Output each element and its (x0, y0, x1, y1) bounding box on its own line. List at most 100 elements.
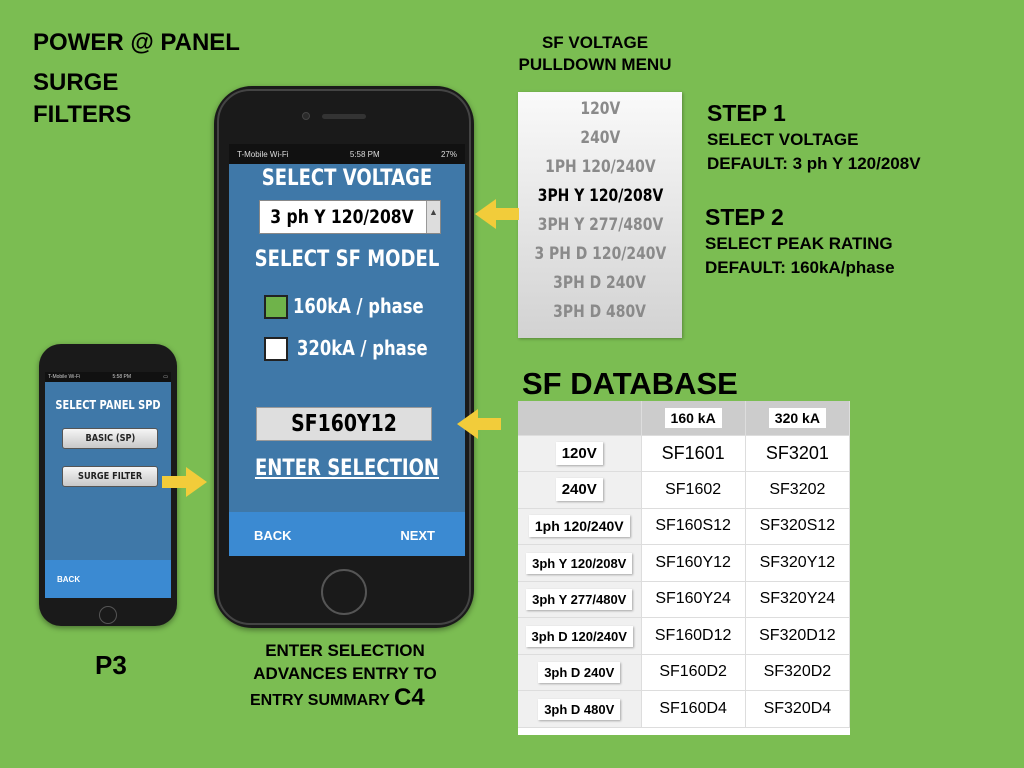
table-cell: SF160D2 (641, 654, 746, 691)
small-status-carrier: T-Mobile Wi-Fi (48, 374, 81, 380)
arrow-left-icon (475, 199, 519, 229)
row-label: 3ph D 120/240V (525, 625, 633, 647)
caption-entry-summary: ENTRY SUMMARY (250, 692, 390, 709)
menu-item-label: 3PH Y 120/208V (537, 185, 663, 206)
sf-database-table: 160 kA 320 kA 120V SF1601 SF3201 240V SF… (518, 401, 851, 735)
table-cell: SF320Y24 (745, 581, 851, 618)
table-cell: SF160S12 (641, 508, 746, 545)
result-value: SF160Y12 (291, 411, 397, 437)
table-cell: SF3201 (745, 435, 851, 472)
table-cell: SF320D12 (745, 617, 851, 655)
step1-line1: SELECT VOLTAGE (707, 130, 859, 149)
small-title: SELECT PANEL SPD (55, 398, 161, 412)
basic-sp-label: BASIC (SP) (85, 433, 135, 444)
menu-item-3ph-d-240v[interactable]: 3PH D 240V (518, 268, 682, 297)
speaker-slot (322, 114, 366, 119)
opt-160-label: 160kA / phase (293, 294, 424, 318)
table-row: 3ph D 240V SF160D2 SF320D2 (518, 654, 851, 691)
surge-filter-button[interactable]: SURGE FILTER (62, 466, 158, 487)
arrow-right-icon (162, 467, 207, 497)
table-cell: SF320Y12 (745, 544, 851, 582)
caption-c4: C4 (394, 684, 425, 711)
table-cell: SF320D2 (745, 654, 851, 691)
select-model-label: SELECT SF MODEL (254, 247, 440, 272)
table-cell: SF160D4 (641, 690, 746, 728)
table-cell: SF160D12 (641, 617, 746, 655)
menu-item-3ph-y-277-480v[interactable]: 3PH Y 277/480V (518, 210, 682, 239)
caption-line3: ENTRY SUMMARY C4 (250, 684, 425, 712)
big-phone: T-Mobile Wi-Fi 5:58 PM 27% SELECT VOLTAG… (214, 86, 474, 628)
result-display: SF160Y12 (256, 407, 432, 441)
pulldown-caption-1: SF VOLTAGE (541, 33, 649, 52)
voltage-pulldown-menu[interactable]: 120V 240V 1PH 120/240V 3PH Y 120/208V 3P… (518, 92, 682, 338)
checkbox-320[interactable] (264, 337, 288, 361)
basic-sp-button[interactable]: BASIC (SP) (62, 428, 158, 449)
big-status-battery: 27% (440, 149, 457, 159)
small-home-button[interactable] (99, 606, 117, 624)
big-bottom-bar: BACK NEXT (229, 512, 465, 556)
caption-line1: ENTER SELECTION (265, 641, 425, 660)
menu-item-label: 3 PH D 120/240V (534, 243, 666, 264)
voltage-select[interactable]: 3 ph Y 120/208V ▲ (259, 200, 441, 234)
surge-filter-label: SURGE FILTER (77, 471, 143, 482)
big-status-time: 5:58 PM (349, 149, 380, 159)
menu-item-label: 240V (580, 127, 620, 148)
table-row: 120V SF1601 SF3201 (518, 435, 851, 472)
table-cell: SF3202 (745, 471, 851, 509)
filters-heading: FILTERS (33, 101, 132, 128)
back-button[interactable]: BACK (254, 528, 292, 543)
step1-line2: DEFAULT: 3 ph Y 120/208V (707, 154, 921, 173)
menu-item-label: 1PH 120/240V (544, 156, 656, 177)
row-label: 3ph D 240V (538, 662, 621, 684)
menu-item-label: 3PH D 480V (553, 301, 647, 322)
menu-item-240v[interactable]: 240V (518, 123, 682, 152)
enter-selection-link[interactable]: ENTER SELECTION (254, 456, 440, 481)
menu-item-3ph-y-120-208v[interactable]: 3PH Y 120/208V (518, 181, 682, 210)
row-label: 3ph Y 120/208V (526, 552, 633, 574)
menu-item-120v[interactable]: 120V (518, 94, 682, 123)
big-status-bar: T-Mobile Wi-Fi 5:58 PM 27% (229, 144, 465, 164)
table-row: 3ph Y 277/480V SF160Y24 SF320Y24 (518, 581, 851, 618)
menu-item-3ph-d-480v[interactable]: 3PH D 480V (518, 297, 682, 326)
row-label: 1ph 120/240V (528, 515, 630, 538)
menu-item-1ph-120-240v[interactable]: 1PH 120/240V (518, 152, 682, 181)
table-row: 240V SF1602 SF3202 (518, 471, 851, 509)
small-status-time: 5:58 PM (112, 374, 132, 380)
caption-line2: ADVANCES ENTRY TO (253, 664, 437, 683)
checkbox-160-checked[interactable] (264, 295, 288, 319)
small-bottom-bar: BACK (45, 560, 171, 598)
row-label: 240V (555, 478, 603, 502)
voltage-scroll[interactable]: ▲ (426, 201, 440, 233)
small-back-button[interactable]: BACK (57, 575, 81, 584)
small-phone-screen: T-Mobile Wi-Fi 5:58 PM ▭ SELECT PANEL SP… (45, 372, 171, 598)
power-panel-heading: POWER @ PANEL (33, 29, 240, 56)
voltage-select-value: 3 ph Y 120/208V (270, 206, 414, 228)
table-row: 3ph D 120/240V SF160D12 SF320D12 (518, 617, 851, 655)
table-row: 1ph 120/240V SF160S12 SF320S12 (518, 508, 851, 545)
database-heading: SF DATABASE (522, 366, 738, 401)
table-cell: SF320D4 (745, 690, 851, 728)
table-header-row: 160 kA 320 kA (518, 401, 851, 436)
table-cell: SF160Y24 (641, 581, 746, 618)
home-button[interactable] (321, 569, 367, 615)
small-battery-icon: ▭ (163, 374, 168, 380)
surge-heading: SURGE (33, 69, 119, 96)
table-cell: SF1602 (641, 471, 746, 509)
table-cell: SF320S12 (745, 508, 851, 545)
step1-title: STEP 1 (707, 100, 786, 126)
p3-label: P3 (95, 650, 127, 680)
table-row: 3ph Y 120/208V SF160Y12 SF320Y12 (518, 544, 851, 582)
step2-line1: SELECT PEAK RATING (705, 234, 893, 253)
small-status-bar: T-Mobile Wi-Fi 5:58 PM ▭ (45, 372, 171, 382)
menu-item-3ph-d-120-240v[interactable]: 3 PH D 120/240V (518, 239, 682, 268)
next-button[interactable]: NEXT (400, 528, 435, 543)
row-label: 3ph D 480V (538, 698, 621, 720)
table-cell: SF1601 (641, 435, 746, 472)
table-cell: SF160Y12 (641, 544, 746, 582)
big-status-carrier: T-Mobile Wi-Fi (237, 149, 289, 159)
menu-item-label: 3PH D 240V (553, 272, 647, 293)
big-phone-screen: T-Mobile Wi-Fi 5:58 PM 27% SELECT VOLTAG… (229, 144, 465, 556)
arrow-left-icon (457, 409, 501, 439)
small-phone: T-Mobile Wi-Fi 5:58 PM ▭ SELECT PANEL SP… (39, 344, 177, 626)
column-header-320ka: 320 kA (768, 408, 826, 429)
